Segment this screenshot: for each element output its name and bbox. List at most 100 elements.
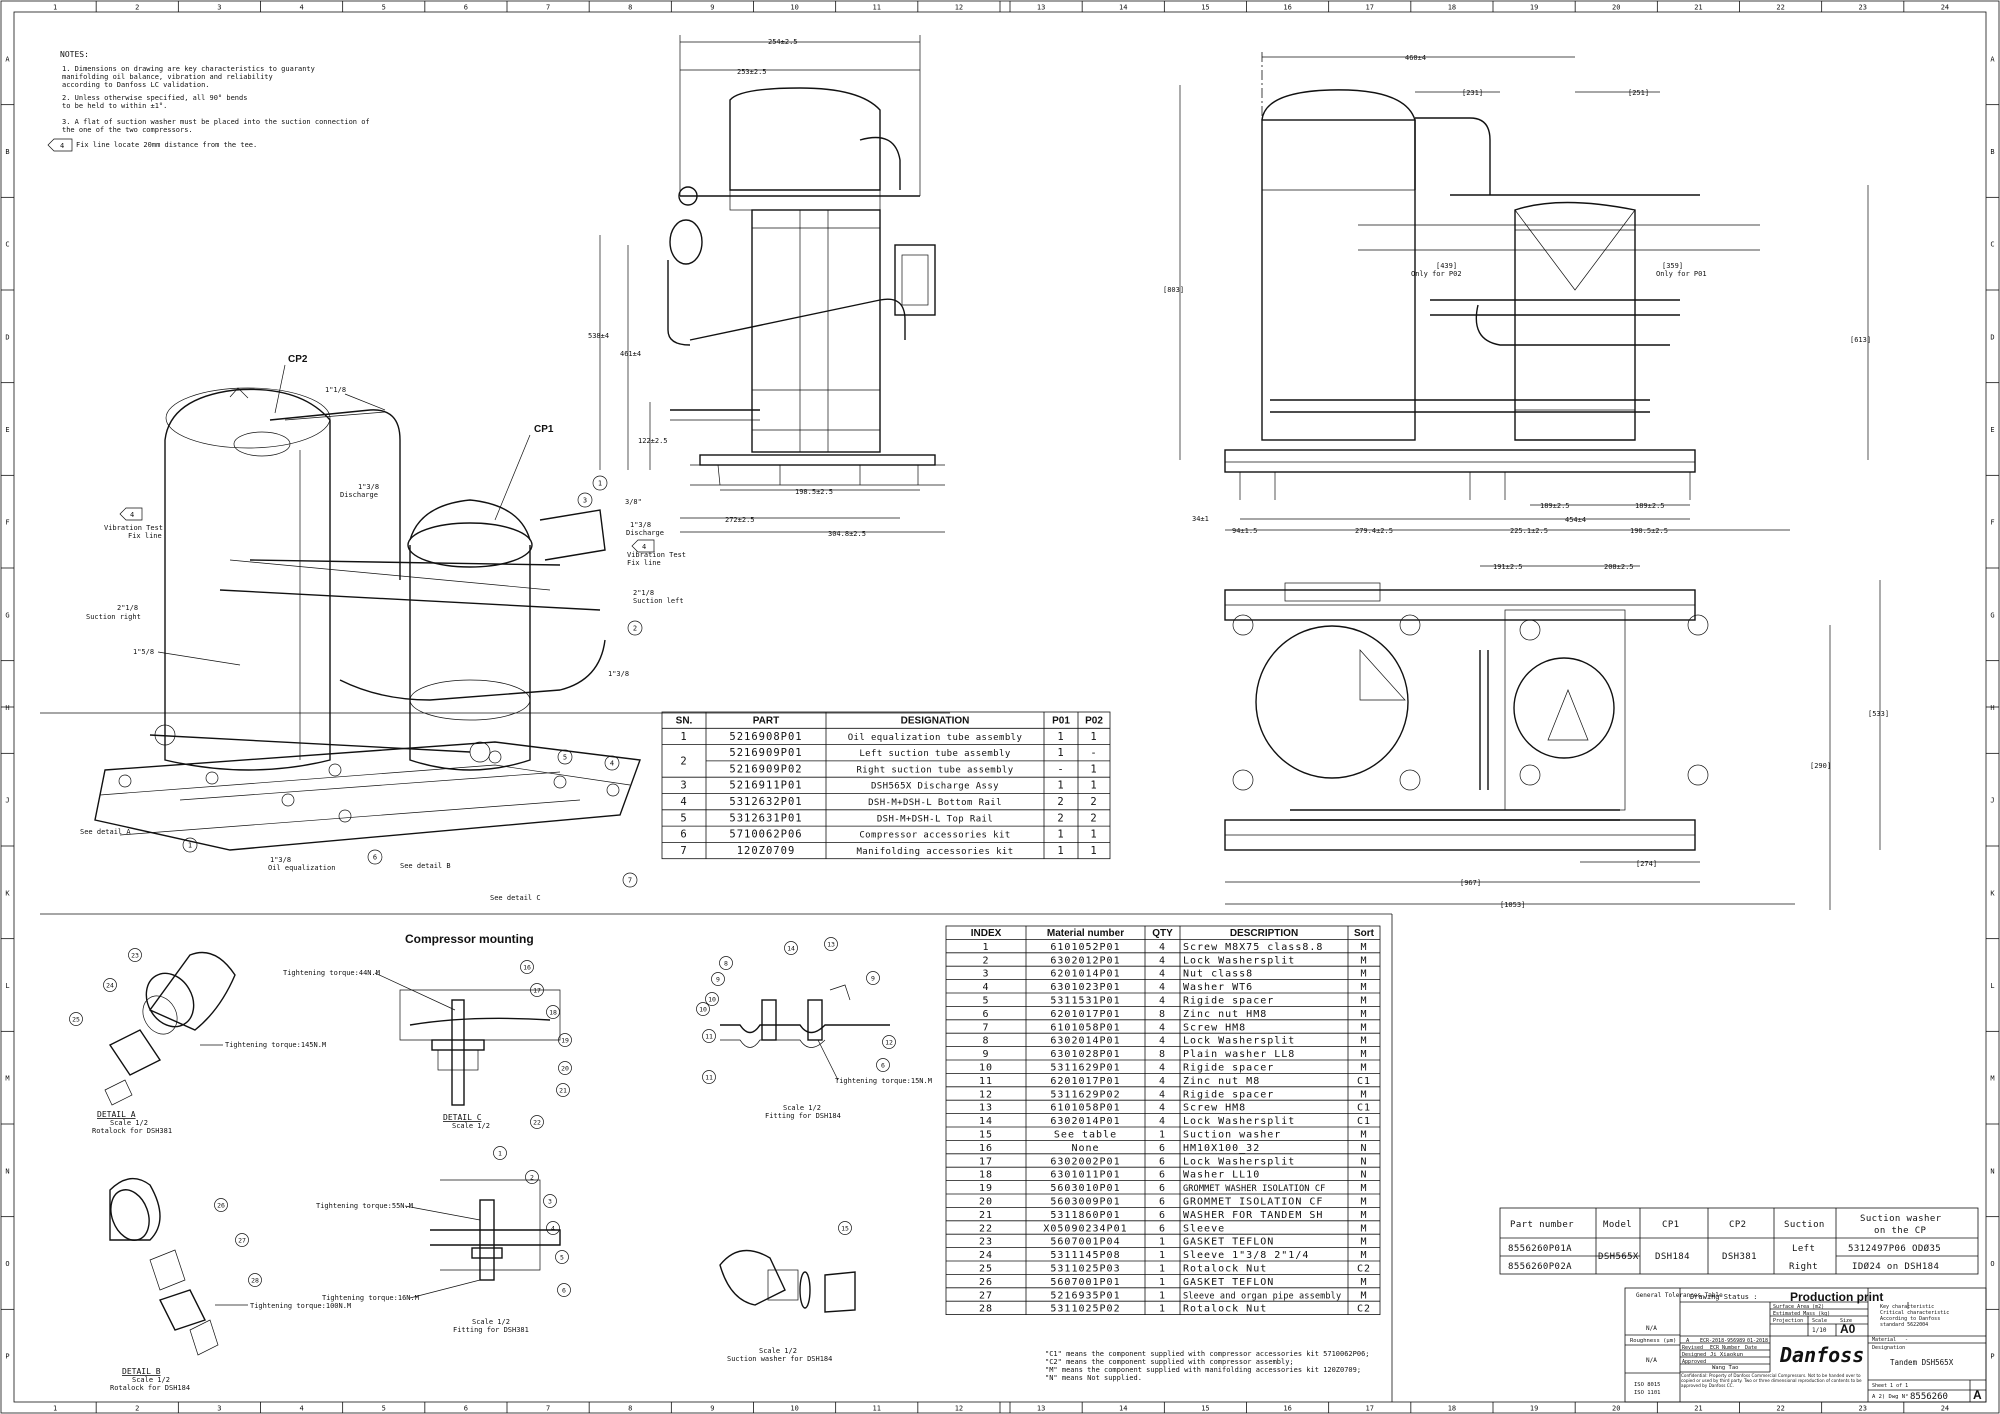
material-cell: 6201014P01 [1050, 969, 1120, 980]
torque-label: Tightening torque:100N.M [250, 1302, 351, 1310]
front-shell [751, 209, 881, 453]
tb-field: Estimated Mass (kg) [1773, 1311, 1830, 1317]
label-discharge: 1"3/8 [630, 521, 651, 529]
tb-na: N/A [1646, 1325, 1657, 1332]
material-cell: None [1071, 1143, 1099, 1154]
label-oil: 1"3/8 [270, 856, 291, 864]
label-vibration: Fix line [128, 532, 162, 540]
frame-column-label: 7 [546, 1405, 550, 1413]
material-cell: 6 [1159, 1223, 1166, 1234]
material-cell: 6301023P01 [1050, 982, 1120, 993]
variant-header: CP2 [1729, 1220, 1746, 1230]
item-balloon-number: 16 [523, 964, 531, 972]
material-cell: 6 [1159, 1143, 1166, 1154]
parts-header: PART [753, 716, 779, 727]
label-see-detail: See detail B [400, 862, 451, 870]
parts-header: P01 [1052, 716, 1070, 727]
footnote: "C2" means the component supplied with c… [1045, 1358, 1294, 1366]
material-cell: 9 [982, 1049, 989, 1060]
material-cell: 6302012P01 [1050, 955, 1120, 966]
tb-field: Scale [1812, 1318, 1827, 1324]
item-balloon [235, 1233, 249, 1247]
frame-row-label: B [5, 148, 9, 156]
frame-row-label: K [1990, 889, 1995, 897]
frame-row-label: D [1990, 333, 1994, 341]
parts-cell: Compressor accessories kit [859, 831, 1010, 841]
item-balloon [182, 837, 198, 853]
material-cell: M [1360, 1063, 1367, 1074]
material-header: INDEX [971, 928, 1002, 939]
material-cell: Sleeve 1"3/8 2"1/4 [1183, 1250, 1309, 1261]
iso-suction-pipe [249, 559, 561, 566]
item-balloon-number: 13 [827, 941, 835, 949]
material-cell: 4 [1159, 1036, 1166, 1047]
material-cell: 25 [979, 1264, 993, 1275]
material-cell: Nut class8 [1183, 969, 1253, 980]
frame-row-label: C [5, 241, 9, 249]
item-balloon [705, 992, 719, 1006]
material-cell: 1 [1159, 1130, 1166, 1141]
note-line: manifolding oil balance, vibration and r… [62, 73, 273, 81]
material-cell: 16 [979, 1143, 993, 1154]
item-balloon-number: 3 [583, 497, 587, 505]
footnote: "M" means the component supplied with ma… [1045, 1366, 1361, 1374]
frame-row-label: E [5, 426, 9, 434]
dimension: 122±2.5 [638, 437, 668, 445]
variant-header: CP1 [1662, 1220, 1679, 1230]
frame-column-label: 8 [628, 1405, 632, 1413]
frame-column-label: 2 [135, 4, 139, 12]
drawing-status-label: Drawing Status : [1690, 1293, 1757, 1301]
material-cell: 5607001P04 [1050, 1237, 1120, 1248]
material-cell: 15 [979, 1130, 993, 1141]
material-cell: 4 [1159, 1022, 1166, 1033]
item-balloon-number: 10 [708, 996, 716, 1004]
iso-base-rails [94, 741, 641, 851]
frame-column-label: 1 [53, 4, 57, 12]
material-cell: C1 [1357, 1076, 1371, 1087]
fitting-dsh184: Scale 1/2 Fitting for DSH184 Tightening … [720, 984, 932, 1120]
material-cell: Zinc nut HM8 [1183, 1009, 1267, 1020]
tb-na: N/A [1646, 1357, 1657, 1364]
material-cell: Rigide spacer [1183, 1063, 1274, 1074]
material-cell: 23 [979, 1237, 993, 1248]
dimension: [359] [1662, 262, 1683, 270]
variant-cell: Right [1789, 1262, 1818, 1272]
parts-cell: 5312631P01 [729, 812, 802, 824]
material-cell: 5216935P01 [1050, 1290, 1120, 1301]
variant-cell: DSH381 [1722, 1252, 1757, 1262]
tb-iso: ISO 1101 [1634, 1390, 1661, 1396]
frame-row-label: L [1990, 982, 1994, 990]
top-cp1-circle [1513, 657, 1615, 759]
material-cell: 6 [982, 1009, 989, 1020]
item-balloon [719, 956, 733, 970]
material-cell: 8 [1159, 1049, 1166, 1060]
material-cell: 6301011P01 [1050, 1170, 1120, 1181]
material-cell: C1 [1357, 1116, 1371, 1127]
material-cell: Rigide spacer [1183, 996, 1274, 1007]
item-balloon [493, 1146, 507, 1160]
item-balloon-number: 6 [881, 1062, 885, 1070]
material-cell: 5 [982, 996, 989, 1007]
variant-cell: 5312497P06 ODØ35 [1848, 1243, 1941, 1254]
tb-key: According to Danfoss [1880, 1316, 1940, 1322]
parts-cell: 2 [1057, 796, 1064, 808]
side-cp2-shell [1261, 119, 1416, 441]
material-cell: M [1360, 1036, 1367, 1047]
material-cell: 6 [1159, 1210, 1166, 1221]
label-see-detail: See detail C [490, 894, 541, 902]
frame-column-label: 4 [299, 1405, 303, 1413]
material-cell: N [1360, 1170, 1367, 1181]
dimension: [613] [1850, 336, 1871, 344]
note-line: 1. Dimensions on drawing are key charact… [62, 65, 315, 73]
